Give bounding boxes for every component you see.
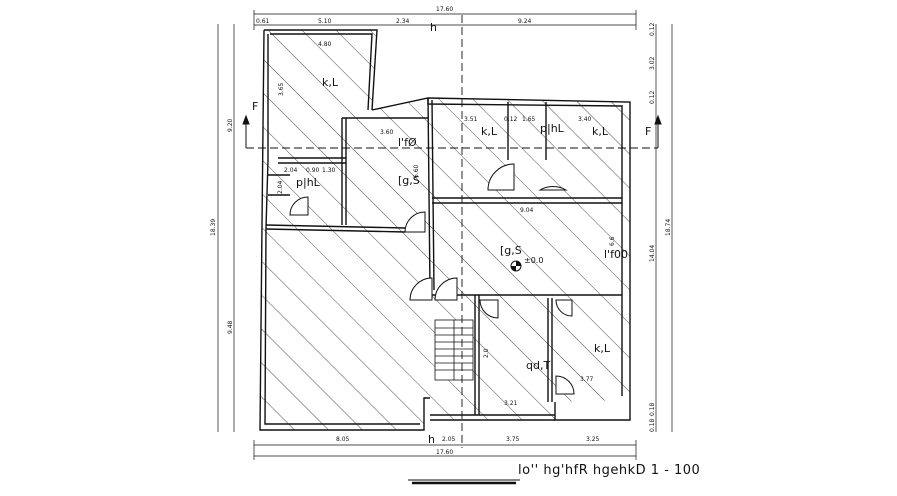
room-label-room-mid2: p|hL <box>540 122 565 135</box>
section-marker-bottom: h <box>428 433 435 446</box>
dim-int-10: 9.04 <box>520 207 534 214</box>
dim-int-8: 0.90 <box>306 167 320 174</box>
walls <box>259 29 631 431</box>
dim-bottom-seg-1: 8.05 <box>336 436 350 443</box>
dim-int-2: 3.60 <box>380 129 394 136</box>
dim-left-seg-2: 9.48 <box>227 320 234 334</box>
dim-bottom-total: 17.60 <box>436 449 453 456</box>
dim-right-seg-4: 0.12 <box>649 22 656 36</box>
dim-right-seg-2: 0.12 <box>649 90 656 104</box>
dim-int-17: 2.0 <box>483 348 490 358</box>
dim-int-5: 1.65 <box>522 116 536 123</box>
section-lines <box>246 15 658 448</box>
section-marker-left: F <box>252 100 258 113</box>
level-marker-text: ±0.0 <box>524 256 543 265</box>
room-label-hall-small-2: [g,S <box>398 174 420 187</box>
section-marker-right: F <box>645 125 651 138</box>
dim-int-7: 2.04 <box>284 167 298 174</box>
section-marker-top: h <box>430 21 437 34</box>
dim-top-seg-2: 5.10 <box>318 18 332 25</box>
room-label-room-mid1: k,L <box>481 125 498 138</box>
dim-top-seg-4: 9.24 <box>518 18 532 25</box>
room-label-top-left: k,L <box>322 76 339 89</box>
dim-int-1: 4.80 <box>318 41 332 48</box>
dim-bottom-seg-3: 3.75 <box>506 436 520 443</box>
dim-top-total: 17.60 <box>436 6 453 13</box>
hatched-floor-area <box>260 30 630 430</box>
dim-top-seg-1: 0.61 <box>256 18 270 25</box>
dim-int-14: 2.04 <box>277 180 284 194</box>
dim-right-seg-3: 14.04 <box>649 245 656 262</box>
dim-right-seg-5: 0.18 <box>649 402 656 416</box>
dim-int-11: 3.21 <box>504 400 518 407</box>
dim-int-13: 3.65 <box>278 82 285 96</box>
section-arrows <box>242 114 662 148</box>
dim-left-seg-1: 9.20 <box>227 118 234 132</box>
drawing-title: lo'' hg'hfR hgehkD 1 - 100 <box>518 463 700 478</box>
room-label-hall-small: l'fØ <box>398 136 417 149</box>
dim-int-4: 0.12 <box>504 116 518 123</box>
room-label-main-hall-2: l'f00 <box>604 248 628 261</box>
dimension-lines <box>217 10 673 460</box>
dim-right-total: 18.74 <box>665 219 672 236</box>
room-label-bath-left: p|hL <box>296 176 321 189</box>
dim-int-15: 6.60 <box>413 164 420 178</box>
dim-int-3: 3.51 <box>464 116 478 123</box>
dim-top-seg-3: 2.34 <box>396 18 410 25</box>
level-marker-icon <box>510 260 522 272</box>
dim-right-seg-1: 3.02 <box>649 56 656 70</box>
room-label-kitchen: qd,T <box>526 359 550 372</box>
dim-right-seg-6: 0.18 <box>649 418 656 432</box>
room-label-room-right: k,L <box>592 125 609 138</box>
room-label-room-bottom-right: k,L <box>594 342 611 355</box>
staircase <box>434 319 474 381</box>
dim-bottom-seg-4: 3.25 <box>586 436 600 443</box>
dim-int-16: 6.6 <box>609 236 616 246</box>
title-underline <box>408 479 520 485</box>
room-label-main-hall: [g,S <box>500 244 522 257</box>
dim-int-9: 1.30 <box>322 167 336 174</box>
dim-int-6: 3.40 <box>578 116 592 123</box>
dim-left-total: 18.39 <box>210 219 217 236</box>
dim-bottom-seg-2: 2.05 <box>442 436 456 443</box>
door-swings <box>289 163 575 395</box>
dim-int-12: 3.77 <box>580 376 594 383</box>
